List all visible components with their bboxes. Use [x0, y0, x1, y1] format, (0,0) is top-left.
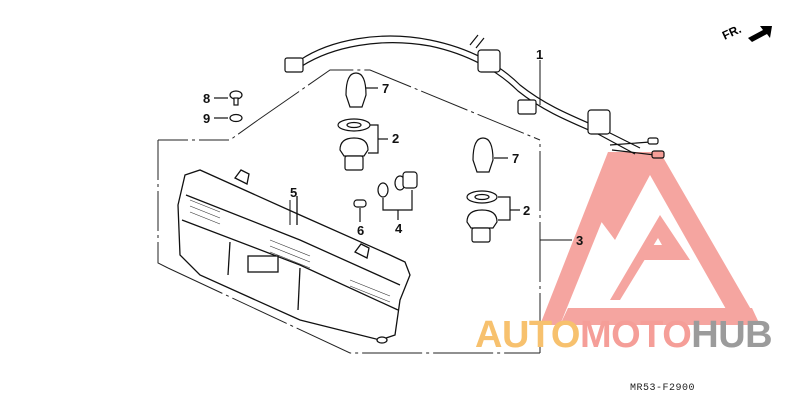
callout-6: 6: [357, 223, 365, 238]
watermark-text: AUTOMOTOHUB: [475, 314, 773, 356]
callout-7-lower: 7: [512, 151, 520, 166]
front-direction-arrow-icon: [748, 26, 772, 42]
watermark-auto: AUTO: [475, 314, 580, 356]
callout-5: 5: [290, 185, 298, 200]
diagram-code: MR53-F2900: [630, 383, 696, 394]
assembly-outline: [157, 69, 541, 354]
callout-1: 1: [536, 47, 544, 62]
socket-wedge-drawing: [353, 171, 418, 222]
watermark-hub: HUB: [691, 314, 773, 356]
callout-4: 4: [395, 221, 403, 236]
callout-2-upper: 2: [392, 131, 400, 146]
taillight-housing-drawing: [177, 169, 411, 344]
watermark-moto: MOTO: [579, 314, 692, 356]
wire-harness-drawing: [284, 34, 665, 159]
lower-bulb-socket-drawing: [466, 137, 520, 243]
screw-washer-drawing: [214, 90, 243, 123]
callout-3: 3: [576, 233, 584, 248]
upper-bulb-socket-drawing: [337, 72, 388, 171]
watermark-logo-icon: [540, 152, 760, 325]
callout-2-lower: 2: [523, 203, 531, 218]
callout-9: 9: [203, 111, 211, 126]
callout-8: 8: [203, 91, 211, 106]
callout-7-upper: 7: [382, 81, 390, 96]
